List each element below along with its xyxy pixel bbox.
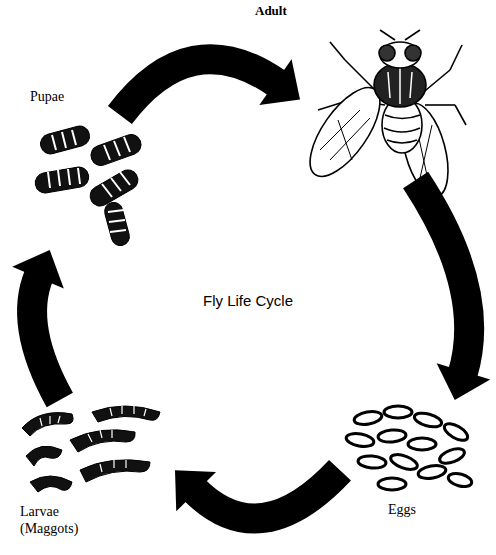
arrow-head [259, 59, 300, 105]
larvae-segments [40, 406, 146, 472]
pupae-segments [48, 130, 130, 232]
life-stage: Larvae (Maggots) [15, 400, 175, 495]
center-title: Fly Life Cycle [203, 292, 293, 309]
arrow-head [437, 363, 491, 400]
arrow-head [12, 250, 64, 289]
cycle-arrow [175, 470, 340, 518]
pupae-drawing [34, 124, 144, 248]
life-stage: Adult [300, 25, 470, 180]
life-stage: Pupae [25, 115, 155, 250]
stage-label: Larvae (Maggots) [20, 504, 92, 538]
arrow-shaft [120, 59, 278, 115]
stage-label: Eggs [388, 502, 448, 519]
cycle-arrow [416, 180, 491, 400]
larvae-drawing [22, 406, 160, 492]
arrow-shaft [194, 470, 340, 518]
fly-drawing [297, 30, 466, 202]
arrow-shaft [416, 180, 470, 374]
stage-label: Pupae [30, 89, 90, 106]
cycle-arrow [12, 250, 64, 400]
arrow-shaft [32, 275, 60, 400]
life-stage: Eggs [340, 400, 475, 495]
eggs-drawing [345, 406, 473, 490]
stage-label: Adult [255, 3, 315, 19]
arrow-head [175, 470, 216, 511]
cycle-arrow [120, 59, 300, 115]
